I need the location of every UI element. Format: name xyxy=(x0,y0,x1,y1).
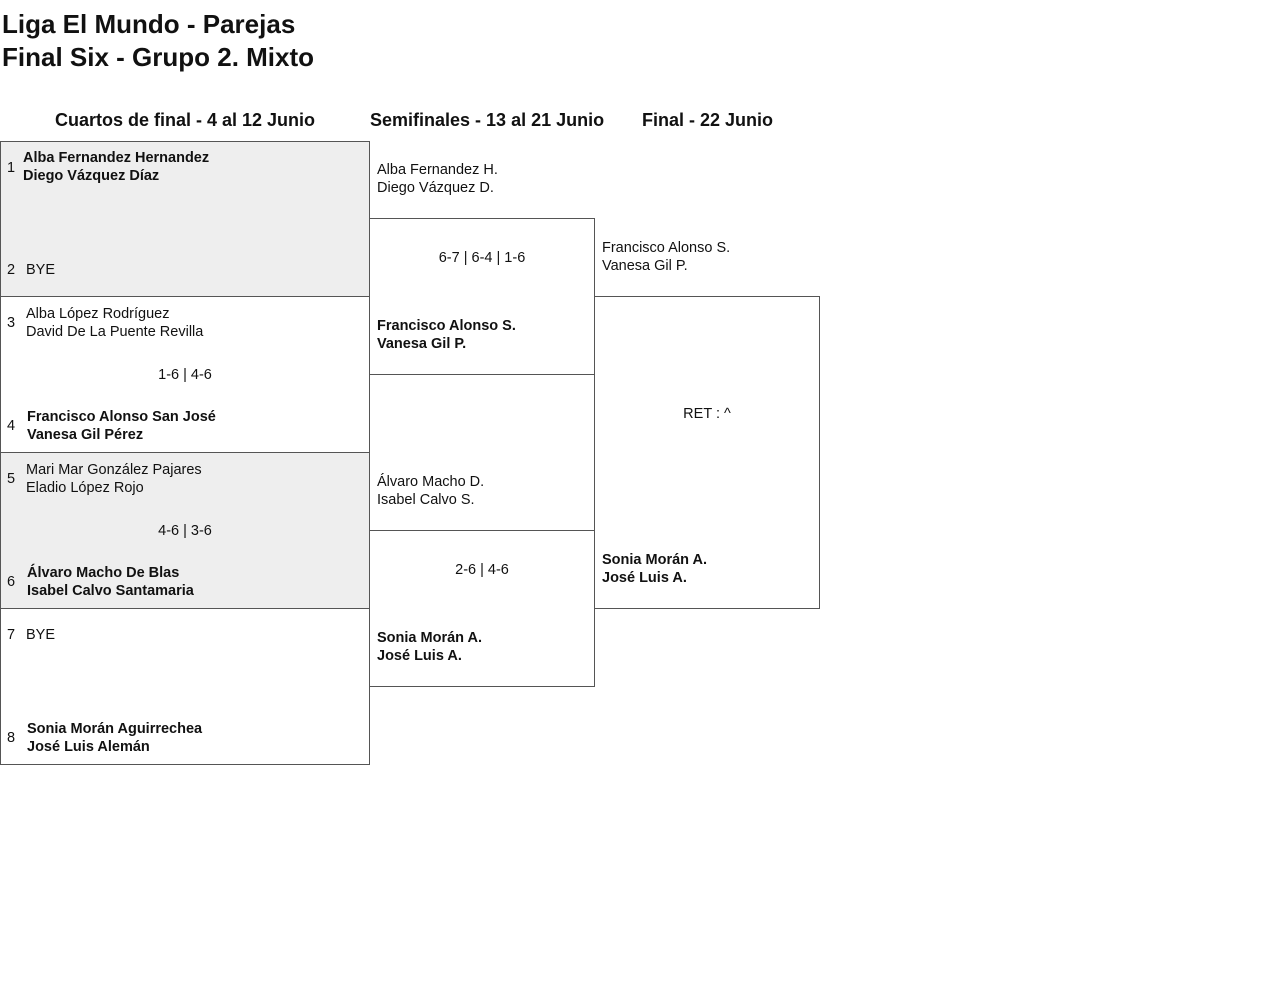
player-name: Isabel Calvo Santamaria xyxy=(27,583,194,599)
seed-number: 4 xyxy=(7,418,16,434)
match-score: RET : ^ xyxy=(683,406,731,422)
player-name: Vanesa Gil P. xyxy=(377,336,467,352)
qf-match-1 xyxy=(0,141,370,297)
player-name: José Luis Alemán xyxy=(27,739,150,755)
player-name: Francisco Alonso S. xyxy=(602,240,731,256)
player-name: Álvaro Macho De Blas xyxy=(27,565,180,581)
player-name: Diego Vázquez D. xyxy=(377,180,494,196)
player-name: Eladio López Rojo xyxy=(26,480,144,496)
player-name: David De La Puente Revilla xyxy=(26,324,204,340)
player-name: Sonia Morán Aguirrechea xyxy=(27,721,203,737)
seed-number: 3 xyxy=(7,315,16,331)
page-subtitle: Final Six - Grupo 2. Mixto xyxy=(2,42,315,72)
qf-match-3 xyxy=(0,452,370,609)
player-name: Isabel Calvo S. xyxy=(377,492,475,508)
final-match xyxy=(594,296,820,609)
semifinals-header: Semifinales - 13 al 21 Junio xyxy=(370,110,605,130)
match-score: 1-6 | 4-6 xyxy=(158,367,212,383)
seed-number: 7 xyxy=(7,627,16,643)
seed-number: 2 xyxy=(7,262,16,278)
bye-label: BYE xyxy=(26,262,56,278)
seed-number: 5 xyxy=(7,471,16,487)
player-name: José Luis A. xyxy=(602,570,687,586)
match-score: 6-7 | 6-4 | 1-6 xyxy=(438,250,526,266)
player-name: Sonia Morán A. xyxy=(602,552,707,568)
bye-label: BYE xyxy=(26,627,56,643)
player-name: Vanesa Gil Pérez xyxy=(27,427,144,443)
final-header: Final - 22 Junio xyxy=(641,110,774,130)
player-name: Sonia Morán A. xyxy=(377,630,482,646)
player-name: Francisco Alonso S. xyxy=(377,318,516,334)
player-name: Mari Mar González Pajares xyxy=(26,462,202,478)
player-name: Francisco Alonso San José xyxy=(27,409,216,425)
player-name: Alba Fernandez H. xyxy=(377,162,498,178)
player-name: Diego Vázquez Díaz xyxy=(23,168,160,184)
player-name: Vanesa Gil P. xyxy=(602,258,688,274)
match-score: 2-6 | 4-6 xyxy=(455,562,509,578)
player-name: José Luis A. xyxy=(377,648,462,664)
seed-number: 1 xyxy=(7,160,16,176)
match-score: 4-6 | 3-6 xyxy=(158,523,212,539)
page-title: Liga El Mundo - Parejas xyxy=(2,9,296,39)
player-name: Alba Fernandez Hernandez xyxy=(23,150,210,166)
player-name: Álvaro Macho D. xyxy=(377,474,485,490)
quarterfinals-header: Cuartos de final - 4 al 12 Junio xyxy=(54,110,316,130)
player-name: Alba López Rodríguez xyxy=(26,306,170,322)
seed-number: 6 xyxy=(7,574,16,590)
seed-number: 8 xyxy=(7,730,16,746)
